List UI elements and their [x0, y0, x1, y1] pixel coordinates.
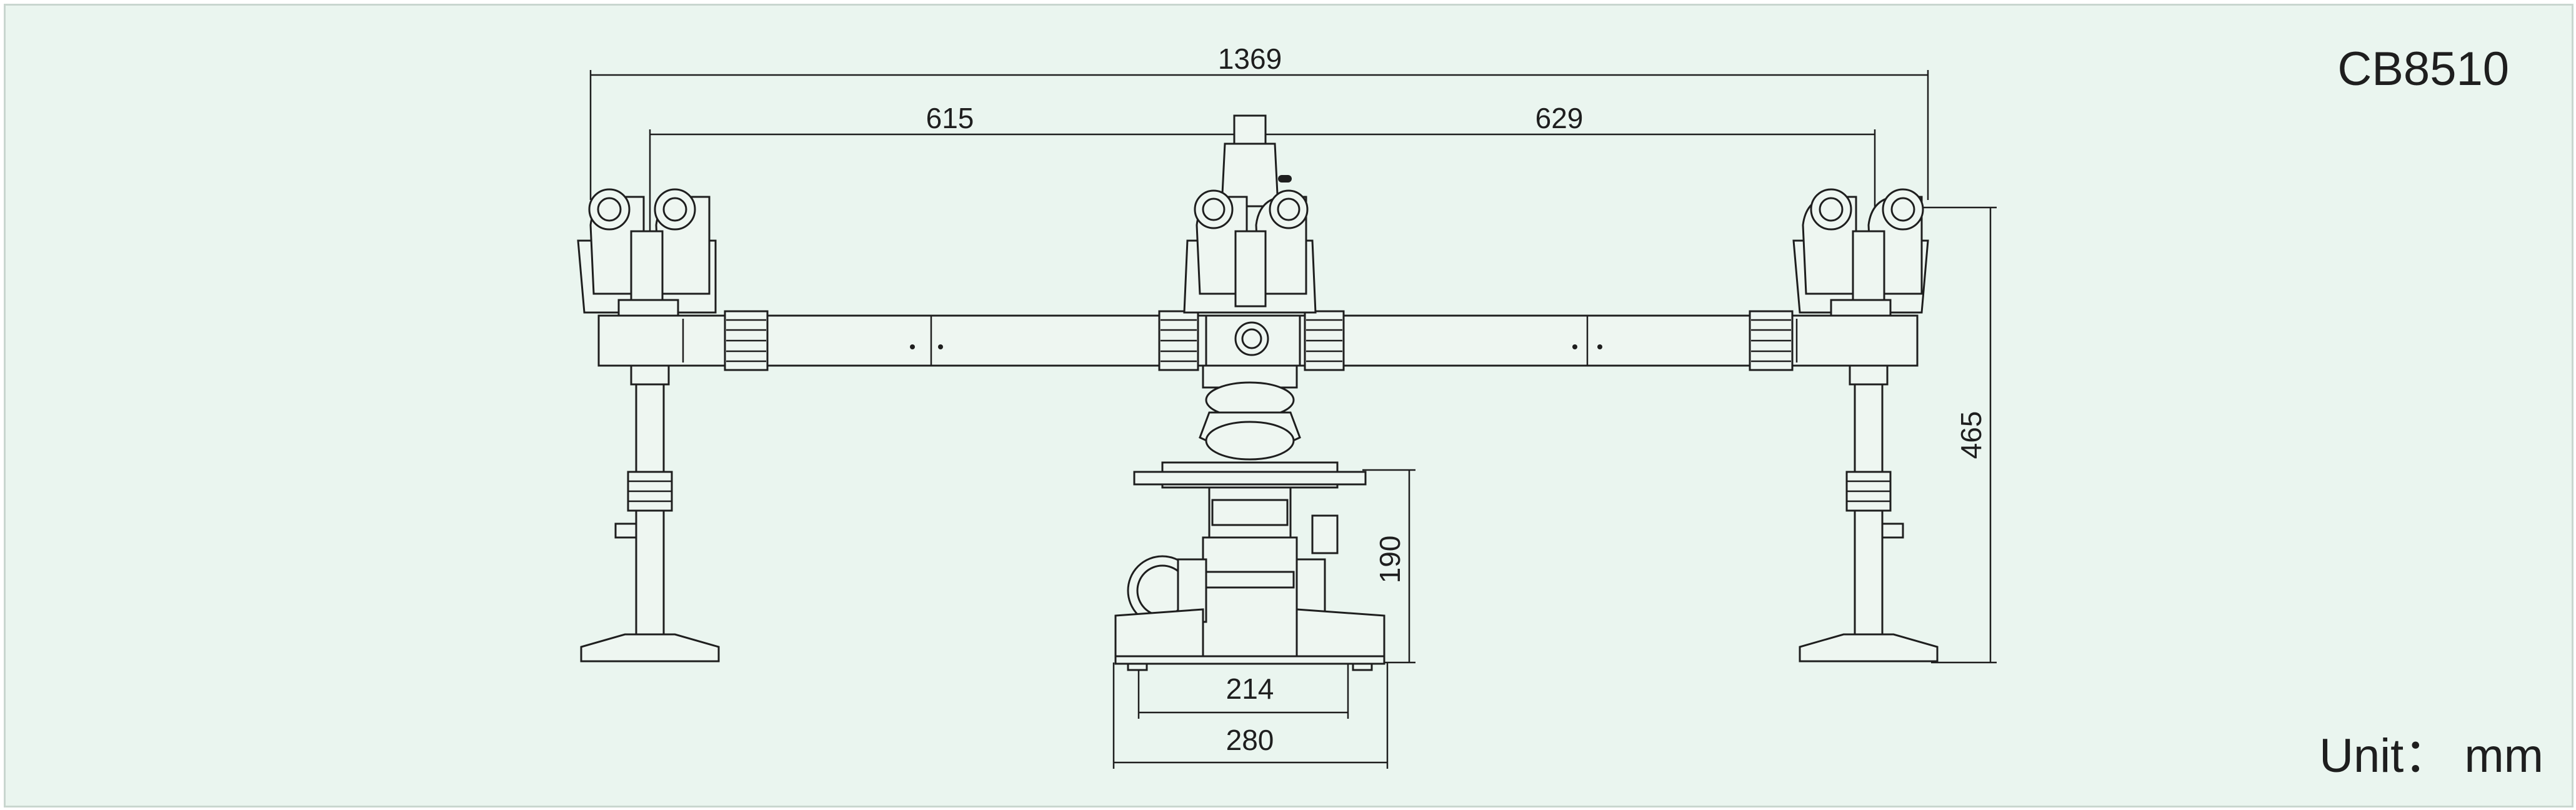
dim-stage-height-label: 190: [1374, 536, 1406, 584]
dimension-base: 214 280: [1112, 662, 1389, 769]
unit-label: Unit： mm: [2319, 729, 2544, 782]
left-head: [577, 188, 717, 317]
dimension-stage-height: 190: [1362, 469, 1415, 664]
dim-base-inner-label: 214: [1226, 672, 1274, 705]
right-head: [1792, 188, 1929, 317]
main-microscope-body: [1114, 364, 1385, 671]
center-head: [1183, 114, 1317, 314]
dim-height-label: 465: [1955, 411, 1987, 459]
left-pillar: [580, 364, 720, 662]
dimension-height: 465: [1919, 206, 1997, 664]
dim-left-span-label: 615: [926, 102, 974, 134]
right-pillar: [1799, 364, 1939, 662]
model-label: CB8510: [2337, 42, 2509, 96]
dimension-total-width: 1369: [589, 42, 1929, 200]
dim-total-width-label: 1369: [1218, 42, 1282, 75]
dim-right-span-label: 629: [1535, 102, 1584, 134]
arm-knobs: [724, 310, 1794, 371]
dim-base-outer-label: 280: [1226, 724, 1274, 756]
